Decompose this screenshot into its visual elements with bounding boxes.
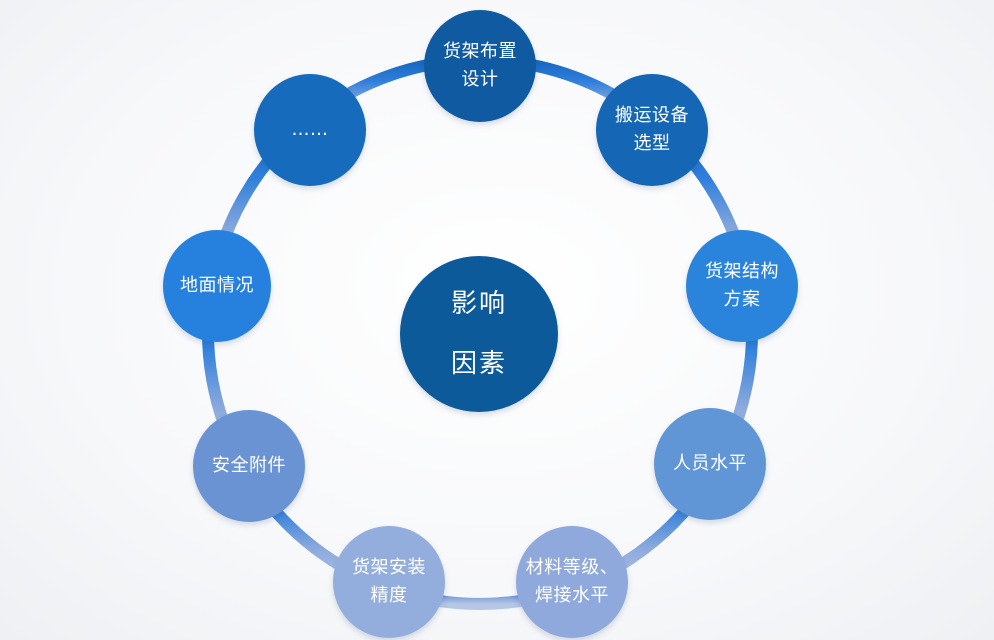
node-safety-accessories: 安全附件 — [193, 410, 305, 522]
node-label: 材料等级、 — [525, 557, 619, 578]
node-label: 货架结构 — [705, 261, 779, 282]
node-label: 搬运设备 — [615, 105, 689, 126]
node-label: 精度 — [370, 585, 408, 606]
node-material-welding-level: 材料等级、 焊接水平 — [516, 526, 628, 638]
node-label: …… — [291, 119, 329, 140]
node-label: 选型 — [633, 133, 671, 154]
node-shelf-structure-plan: 货架结构 方案 — [686, 230, 798, 342]
node-handling-equipment-selection: 搬运设备 选型 — [596, 74, 708, 186]
node-shelf-layout-design: 货架布置 设计 — [424, 10, 536, 122]
node-personnel-level: 人员水平 — [654, 408, 766, 520]
node-label: 货架布置 — [443, 41, 517, 62]
center-label-line-2: 因素 — [450, 349, 507, 379]
node-label: 人员水平 — [673, 453, 747, 474]
node-ground-condition: 地面情况 — [163, 230, 271, 342]
node-label: 焊接水平 — [535, 585, 609, 606]
node-label: 地面情况 — [180, 275, 254, 296]
node-ellipsis: …… — [254, 74, 366, 186]
node-label: 货架安装 — [352, 557, 426, 578]
center-label-line-1: 影响 — [450, 289, 507, 319]
node-label: 安全附件 — [212, 455, 286, 476]
node-label: 方案 — [723, 289, 761, 310]
center-node-influence-factors: 影响 因素 — [400, 256, 558, 412]
node-label: 设计 — [461, 69, 499, 90]
node-shelf-installation-accuracy: 货架安装 精度 — [333, 526, 445, 638]
